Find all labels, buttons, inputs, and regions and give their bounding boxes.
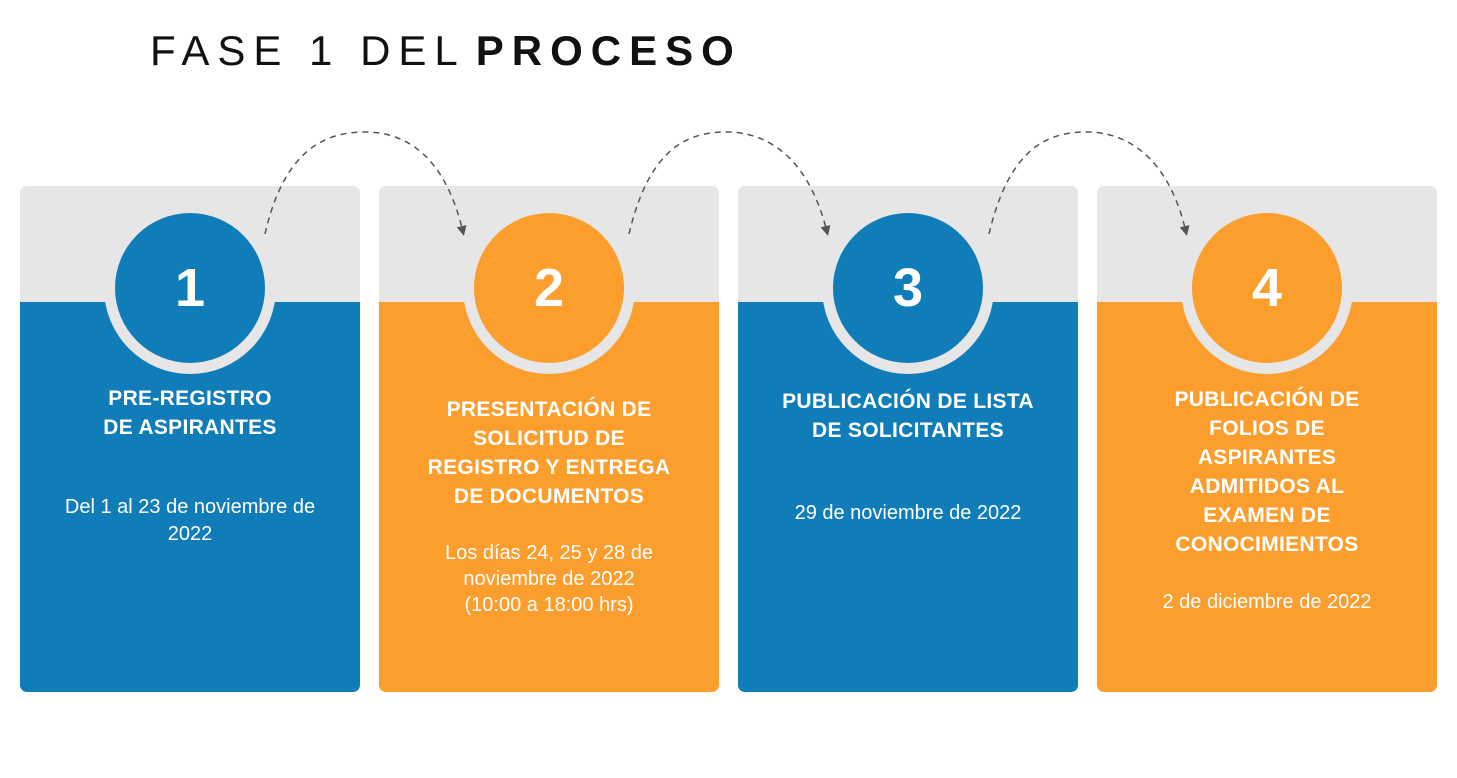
- step-description: 29 de noviembre de 2022: [754, 500, 1062, 527]
- step-card-2: 2 PRESENTACIÓN DE SOLICITUD DE REGISTRO Y …: [379, 186, 719, 692]
- step-heading: PRE-REGISTRO DE ASPIRANTES: [36, 384, 344, 442]
- step-number: 4: [1251, 258, 1283, 318]
- step-number: 3: [892, 258, 924, 318]
- step-description: 2 de diciembre de 2022: [1113, 589, 1421, 616]
- step-number: 2: [533, 258, 565, 318]
- step-heading: PUBLICACIÓN DE FOLIOS DE ASPIRANTES ADMITID…: [1113, 385, 1421, 559]
- description-line-3: (10:00 a 18:00 hrs): [464, 594, 634, 616]
- step-description: Del 1 al 23 de noviembre de 2022: [36, 494, 344, 548]
- step-card-4: 4 PUBLICACIÓN DE FOLIOS DE ASPIRANTES ADMIT…: [1097, 186, 1437, 692]
- heading-line-1: PUBLICACIÓN DE: [1174, 388, 1360, 411]
- heading-line-2: SOLICITUD DE: [473, 427, 625, 450]
- description-line-2: noviembre de 2022: [463, 568, 635, 590]
- title-light-text: FASE 1 DEL: [150, 27, 466, 74]
- heading-line-4: ADMITIDOS AL: [1189, 475, 1345, 498]
- heading-line-2: DE ASPIRANTES: [103, 416, 277, 439]
- step-number-badge: 1: [115, 213, 265, 363]
- heading-line-6: CONOCIMIENTOS: [1175, 533, 1359, 556]
- heading-line-1: PRESENTACIÓN DE: [446, 398, 652, 421]
- heading-line-3: REGISTRO Y ENTREGA: [427, 456, 671, 479]
- step-card-3: 3 PUBLICACIÓN DE LISTA DE SOLICITANTES 29…: [738, 186, 1078, 692]
- description-line-1: Del 1 al 23 de noviembre de: [64, 496, 316, 518]
- heading-line-2: DE SOLICITANTES: [812, 419, 1004, 442]
- heading-line-3: ASPIRANTES: [1197, 446, 1337, 469]
- step-number-badge: 2: [474, 213, 624, 363]
- step-card-1: 1 PRE-REGISTRO DE ASPIRANTES Del 1 al 23 …: [20, 186, 360, 692]
- step-number-badge: 4: [1192, 213, 1342, 363]
- description-line-1: 29 de noviembre de 2022: [794, 502, 1022, 524]
- heading-line-1: PUBLICACIÓN DE LISTA: [782, 390, 1034, 413]
- description-line-1: Los días 24, 25 y 28 de: [445, 542, 653, 564]
- heading-line-4: DE DOCUMENTOS: [453, 485, 645, 508]
- title-bold-text: PROCESO: [475, 27, 742, 74]
- step-heading: PRESENTACIÓN DE SOLICITUD DE REGISTRO Y EN…: [395, 395, 703, 511]
- heading-line-5: EXAMEN DE: [1203, 504, 1331, 527]
- step-number-badge: 3: [833, 213, 983, 363]
- description-line-2: 2022: [167, 523, 213, 545]
- step-description: Los días 24, 25 y 28 de noviembre de 2022…: [395, 540, 703, 618]
- heading-line-1: PRE-REGISTRO: [108, 387, 272, 410]
- description-line-1: 2 de diciembre de 2022: [1162, 591, 1372, 613]
- heading-line-2: FOLIOS DE: [1209, 417, 1325, 440]
- step-heading: PUBLICACIÓN DE LISTA DE SOLICITANTES: [754, 387, 1062, 445]
- step-number: 1: [174, 258, 206, 318]
